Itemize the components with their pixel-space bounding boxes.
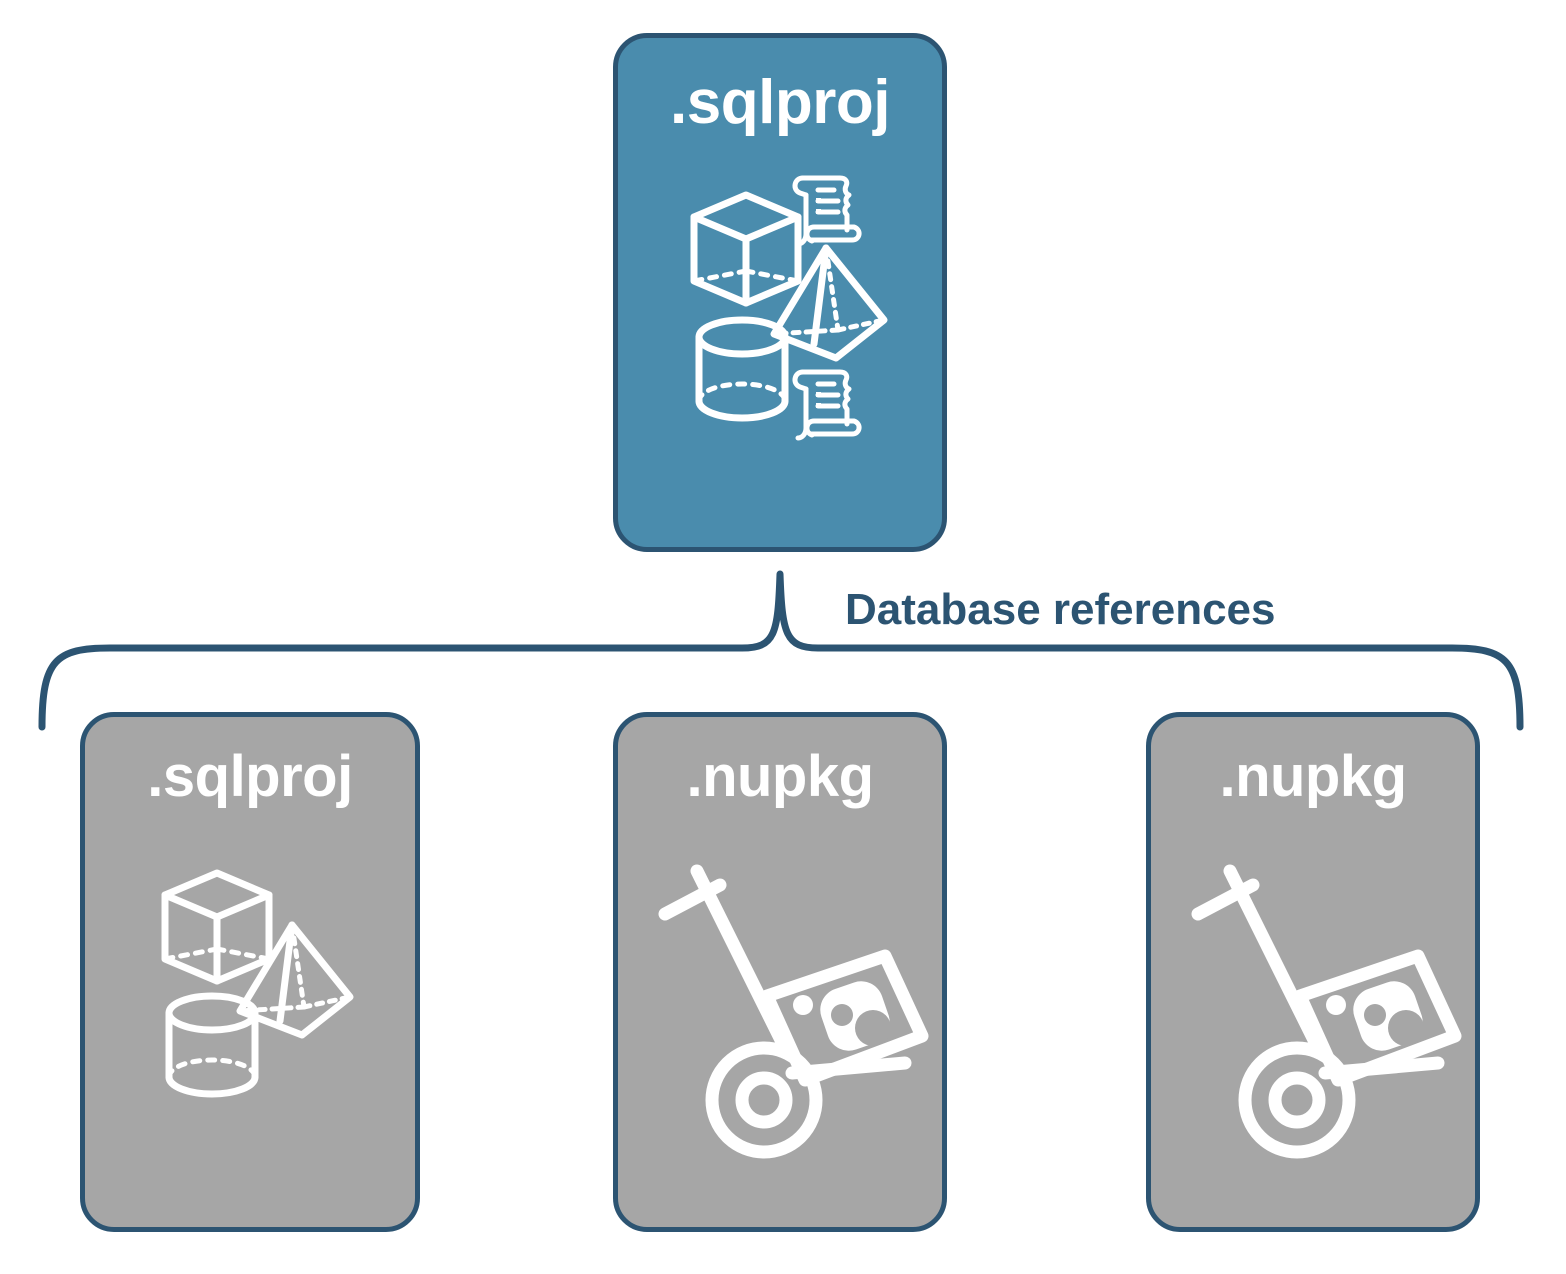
connector-label: Database references <box>845 585 1276 634</box>
node-reference-2-label: .nupkg <box>1219 744 1407 809</box>
database-references-brace <box>38 570 1524 731</box>
node-reference-1-label: .nupkg <box>686 744 874 809</box>
node-reference-0-label: .sqlproj <box>147 744 353 809</box>
node-root-label: .sqlproj <box>670 68 890 137</box>
